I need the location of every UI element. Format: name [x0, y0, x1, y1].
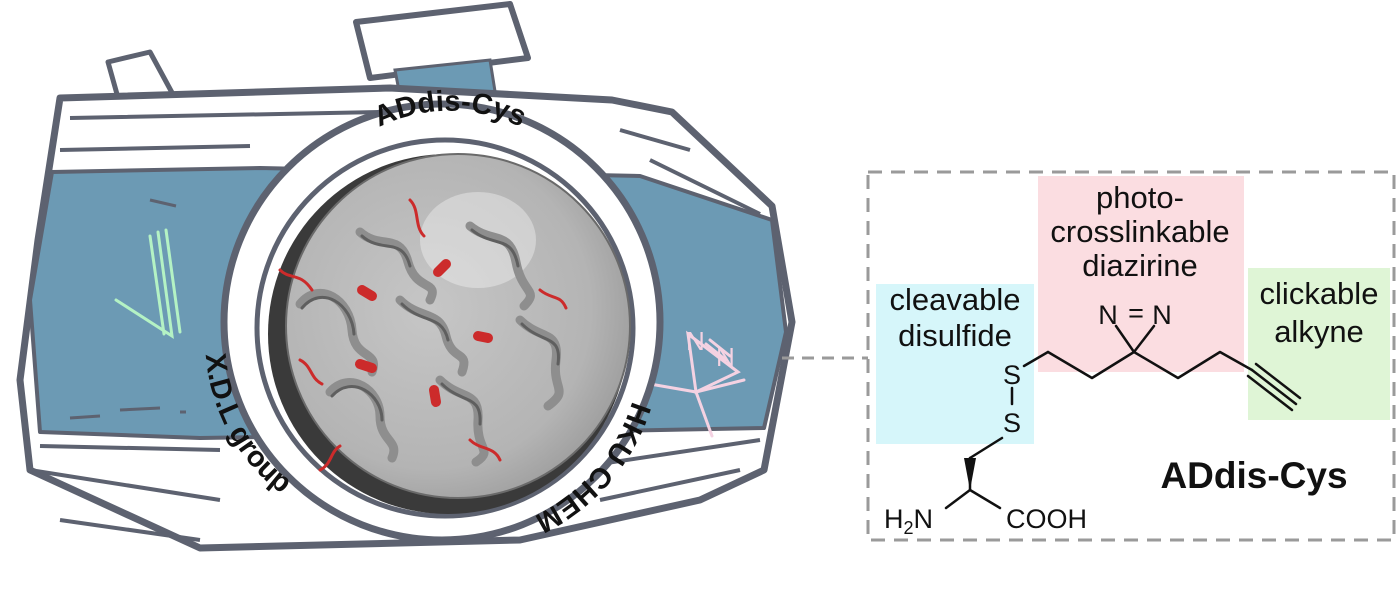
- atom-sulfur-1: S: [1003, 360, 1021, 390]
- atom-carboxyl: COOH: [1006, 504, 1087, 534]
- sketch-line-top: [59, 110, 761, 216]
- structure-panel: cleavable disulfide photo- crosslinkable…: [866, 170, 1396, 542]
- diazirine-highlight: [1038, 176, 1244, 372]
- sketch-alkyne-icon: [114, 228, 182, 340]
- diazirine-label-line2: crosslinkable: [1050, 214, 1229, 249]
- alkyne-label-line2: alkyne: [1274, 314, 1364, 349]
- sketch-line-bottom: [29, 438, 761, 542]
- molecule-bonds: [944, 324, 1302, 510]
- protein-ribbon: [278, 198, 568, 472]
- svg-text:N: N: [686, 326, 705, 356]
- atom-sulfur-2: S: [1003, 408, 1021, 438]
- sketch-diazirine-icon: N N: [648, 326, 746, 438]
- diazirine-label-line3: diazirine: [1082, 248, 1197, 283]
- alkyne-label-line1: clickable: [1260, 276, 1379, 311]
- atom-double-bond: =: [1128, 298, 1144, 328]
- diazirine-label-line1: photo-: [1096, 180, 1184, 215]
- sketch-dots: [69, 198, 186, 420]
- camera-lens: ADdis-Cys HKU CHEM X.D.L group: [199, 86, 664, 544]
- stereo-wedge: [964, 458, 976, 490]
- atom-amine: H2N: [884, 504, 933, 538]
- disulfide-label-line2: disulfide: [898, 318, 1012, 353]
- atom-nitrogen-right: N: [1152, 300, 1172, 330]
- disulfide-label-line1: cleavable: [890, 282, 1021, 317]
- disulfide-highlight: [876, 284, 1034, 444]
- structure-panel-border: [866, 170, 1396, 542]
- compound-name: ADdis-Cys: [1160, 455, 1347, 496]
- atom-nitrogen-left: N: [1098, 300, 1118, 330]
